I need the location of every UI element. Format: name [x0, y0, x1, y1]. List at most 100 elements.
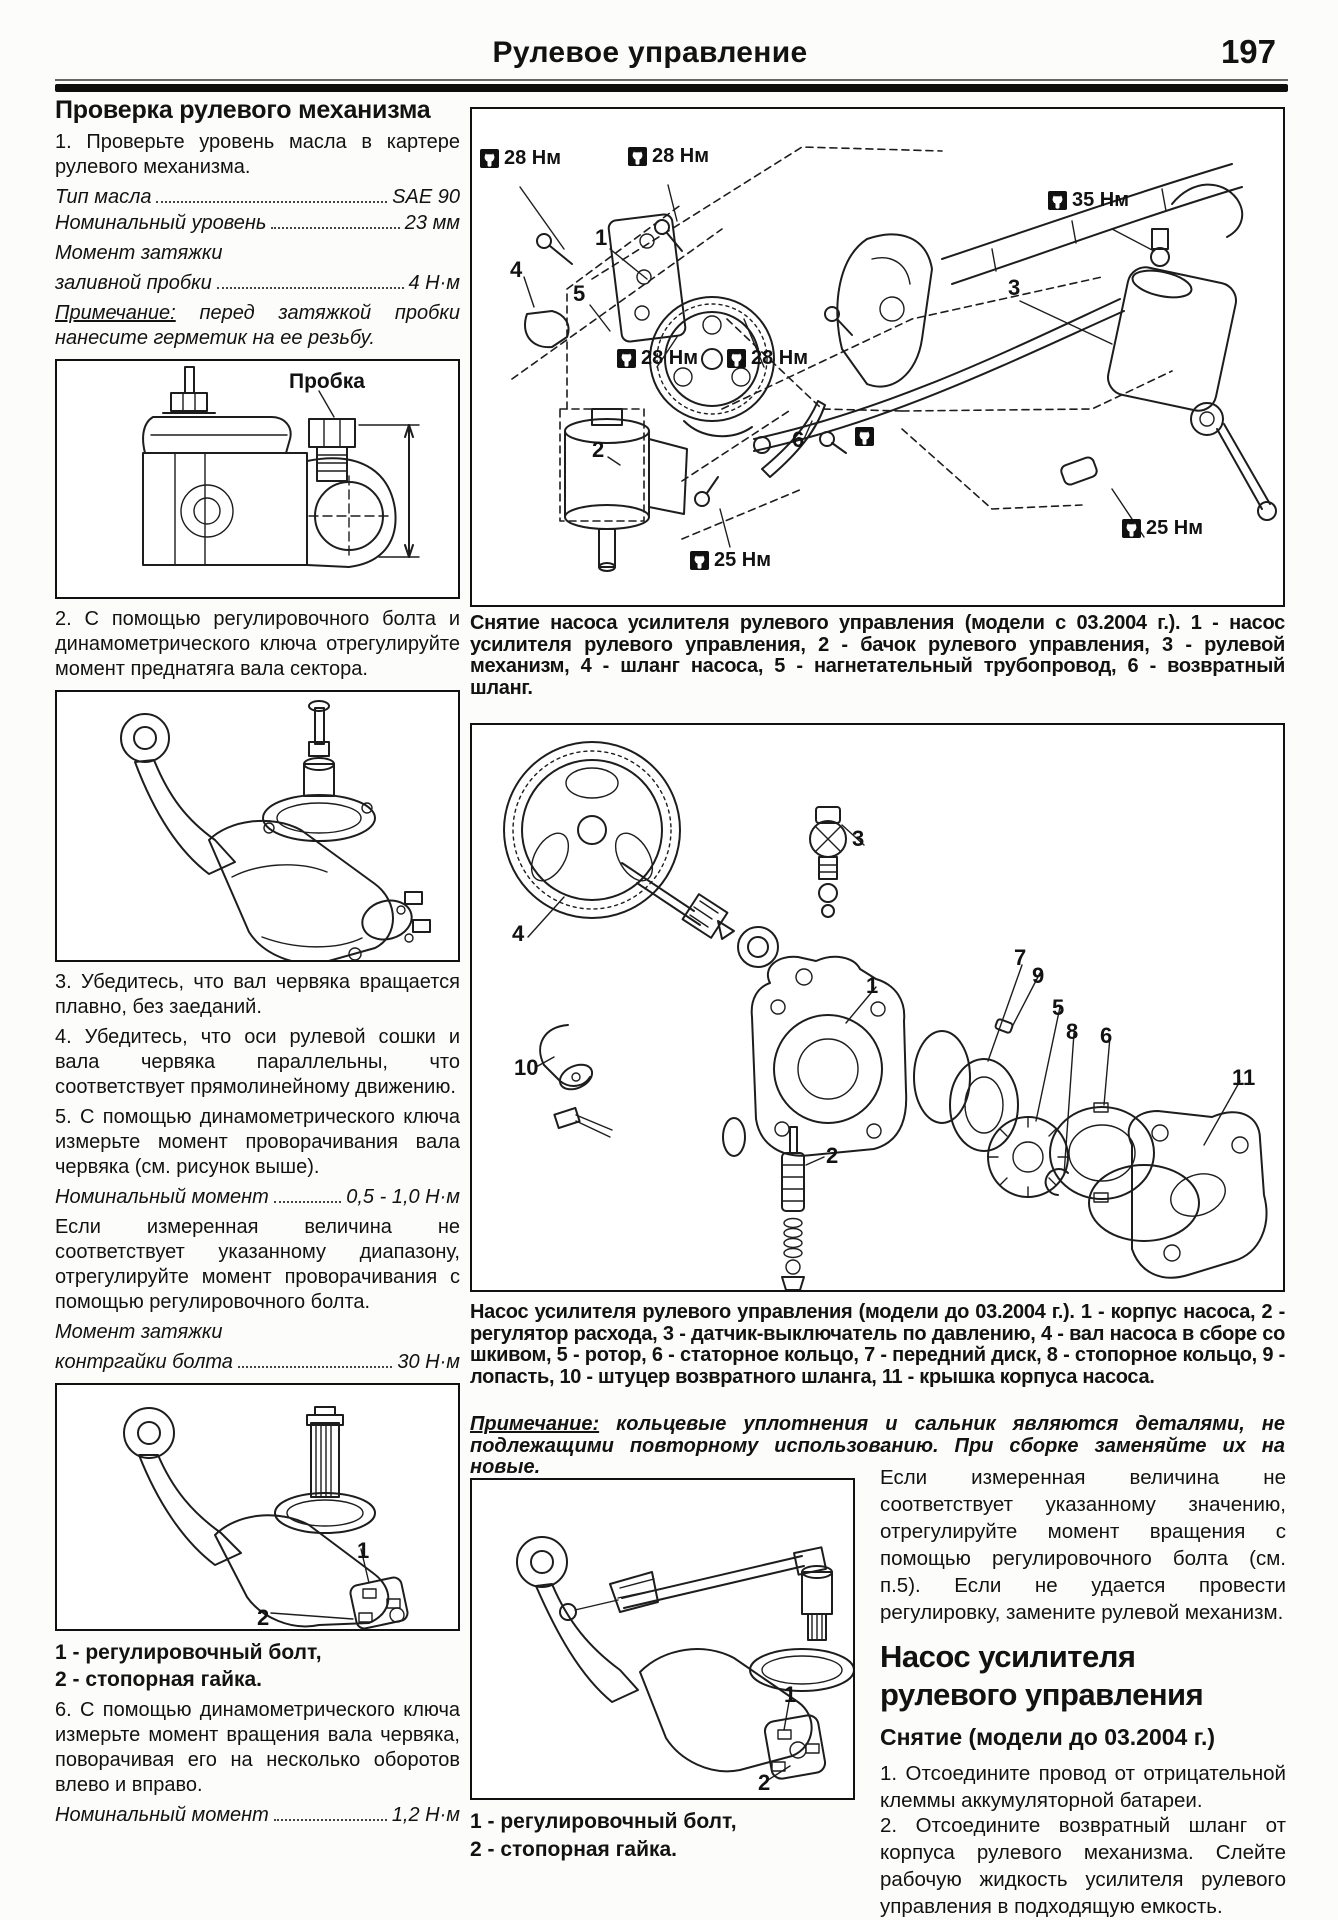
paragraph-step2: 2. С помощью регулировочного болта и дин… — [55, 608, 460, 680]
figure-plug-crosssection: Пробка — [55, 359, 460, 599]
caption-line: 1 - регулировочный болт, — [470, 1810, 737, 1833]
part-number-label: 3 — [852, 826, 865, 851]
spec-row: Номинальный момент 1,2 Н·м — [55, 1803, 460, 1828]
dotted-leader — [273, 1187, 342, 1203]
figure-label-plug: Пробка — [289, 370, 365, 393]
torque-wrench-icon — [617, 349, 636, 368]
header-rule-thick — [55, 84, 1288, 92]
spec-label: Номинальный момент — [55, 1186, 269, 1208]
torque-value: 25 Нм — [1146, 517, 1204, 539]
torque-value: 28 Нм — [751, 347, 809, 369]
part-number-label: 4 — [510, 257, 523, 282]
part-number-label: 2 — [257, 1605, 270, 1630]
torque-wrench-icon — [690, 551, 709, 570]
torque-value: 35 Нм — [1072, 189, 1130, 211]
torque-value: 28 Нм — [504, 147, 562, 169]
spec-value: 23 мм — [404, 212, 460, 234]
note-block: Примечание: перед затяжкой пробки нанеси… — [55, 301, 460, 351]
paragraph-step6: 6. С помощью динамометрического ключа из… — [55, 1699, 460, 1796]
right-paragraph-step1: 1. Отсоедините провод от отрицательной к… — [880, 1762, 1286, 1812]
spec-value: 4 Н·м — [408, 272, 461, 294]
spec-label: контргайки болта — [55, 1351, 233, 1373]
pump-exploded-drawing — [503, 741, 1268, 1291]
part-number-label: 1 — [595, 225, 608, 250]
torque-wrench-icon — [855, 427, 874, 446]
spec-pre-label: Момент затяжки — [55, 242, 223, 264]
part-number-label: 9 — [1032, 963, 1045, 988]
figure-caption: 1 - регулировочный болт, 2 - стопорная г… — [55, 1639, 460, 1693]
note-text: перед затяжкой пробки нанесите герметик … — [55, 302, 460, 349]
section-title: Проверка рулевого механизма — [55, 96, 431, 124]
spec-row: Тип масла SAE 90 — [55, 185, 460, 210]
part-number-label: 1 — [866, 973, 879, 998]
plug-crosssection-drawing — [142, 366, 420, 568]
page-number: 197 — [1220, 33, 1276, 70]
paragraph-step5: 5. С помощью динамометрического ключа из… — [55, 1106, 460, 1178]
figure1-caption: Снятие насоса усилителя рулевого управле… — [470, 612, 1285, 699]
adjusting-bolt-drawing — [123, 1406, 409, 1629]
spec-label: Номинальный момент — [55, 1804, 269, 1826]
spec-value: 30 Н·м — [397, 1351, 460, 1373]
right-section-title: Насос усилителя рулевого управления — [880, 1638, 1204, 1714]
spec-value: SAE 90 — [392, 186, 460, 208]
figure2-caption: Насос усилителя рулевого управления (мод… — [470, 1301, 1285, 1388]
figure-pump-removal: 1 4 5 2 6 3 28 Нм 28 Нм 35 Нм 28 Нм 28 Нм — [470, 107, 1285, 607]
right-paragraph-adjust: Если измеренная величина не соответствуе… — [880, 1466, 1286, 1624]
part-number-label: 4 — [512, 921, 525, 946]
torque-badge: 25 Нм — [690, 549, 771, 572]
spec-value: 0,5 - 1,0 Н·м — [346, 1186, 460, 1208]
part-number-label: 11 — [1232, 1065, 1256, 1090]
caption-line: 2 - стопорная гайка. — [55, 1668, 263, 1691]
figureM-caption: 1 - регулировочный болт, 2 - стопорная г… — [470, 1808, 862, 1864]
title-line: Насос усилителя — [880, 1639, 1136, 1674]
paragraph-step1: 1. Проверьте уровень масла в картере рул… — [55, 131, 460, 178]
note-label: Примечание: — [55, 302, 176, 324]
spec-label: заливной пробки — [55, 272, 212, 294]
torque-wrench-icon — [727, 349, 746, 368]
title-line: рулевого управления — [880, 1677, 1204, 1712]
torque-badge: 28 Нм — [617, 347, 698, 370]
torque-badge: 28 Нм — [480, 147, 561, 170]
torque-badge: 28 Нм — [628, 145, 709, 168]
torque-badge: 28 Нм — [727, 347, 808, 370]
part-number-label: 8 — [1066, 1019, 1079, 1044]
left-column: Проверка рулевого механизма 1. Проверьте… — [55, 96, 460, 1829]
header-rule-thin — [55, 79, 1288, 81]
part-number-label: 6 — [792, 427, 805, 452]
dotted-leader — [273, 1805, 387, 1821]
torque-wrench-icon — [1122, 519, 1141, 538]
dotted-leader — [237, 1352, 393, 1368]
dotted-leader — [271, 213, 400, 229]
worm-torque-drawing — [516, 1536, 855, 1781]
paragraph-step4: 4. Убедитесь, что оси рулевой сошки и ва… — [55, 1026, 460, 1098]
dotted-leader — [156, 187, 388, 203]
spec-row: Номинальный момент 0,5 - 1,0 Н·м — [55, 1185, 460, 1210]
part-number-label: 5 — [573, 281, 586, 306]
part-number-label: 3 — [1008, 275, 1021, 300]
part-number-label: 10 — [514, 1055, 539, 1080]
page-title: Рулевое управление — [492, 36, 808, 69]
torque-value: 28 Нм — [652, 145, 710, 167]
part-number-label: 1 — [784, 1682, 797, 1707]
part-number-label: 5 — [1052, 995, 1065, 1020]
torque-badge — [855, 427, 874, 446]
torque-wrench-icon — [1048, 191, 1067, 210]
spec-label: Номинальный уровень — [55, 212, 267, 234]
dotted-leader — [216, 273, 404, 289]
pump-removal-drawing — [511, 146, 1277, 572]
caption-line: 1 - регулировочный болт, — [55, 1641, 322, 1664]
paragraph-step5b: Если измеренная величина не соответствуе… — [55, 1216, 460, 1313]
part-number-label: 2 — [758, 1770, 771, 1795]
figure-steering-gear-preload — [55, 690, 460, 962]
spec-value: 1,2 Н·м — [391, 1804, 460, 1826]
spec-row: заливной пробки 4 Н·м — [55, 271, 460, 296]
right-paragraph-step2: 2. Отсоедините возвратный шланг от корпу… — [880, 1814, 1286, 1918]
torque-wrench-icon — [628, 147, 647, 166]
spec-row: Номинальный уровень 23 мм — [55, 211, 460, 236]
part-number-label: 2 — [592, 437, 605, 462]
caption-line: 2 - стопорная гайка. — [470, 1838, 678, 1861]
